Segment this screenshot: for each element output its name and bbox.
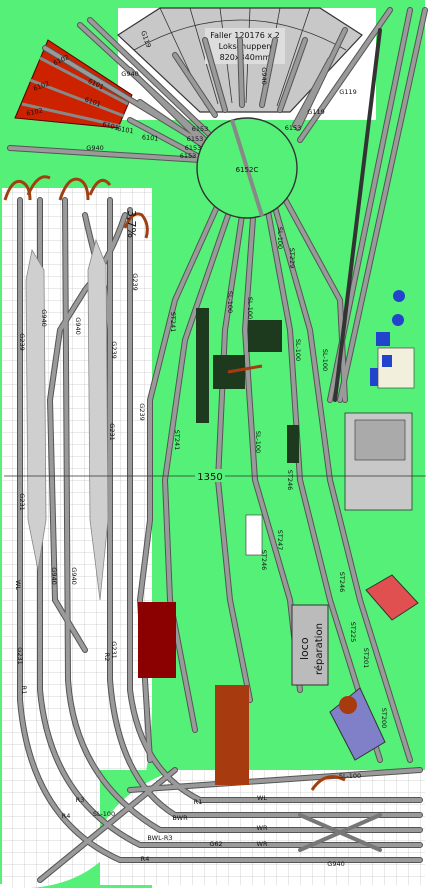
white-small-building: [245, 514, 263, 556]
track-label-g940g: G940: [260, 67, 268, 84]
red-engine-shed: [14, 39, 133, 129]
track-label-st241a: ST241: [169, 312, 177, 333]
loco-label-line2: réparation: [313, 623, 325, 675]
roundhouse-title-line3: 820x340mm: [220, 53, 271, 62]
right-edge-strip: [425, 0, 434, 891]
track-label-st246b: ST246: [338, 572, 346, 593]
track-label-r4b: R4: [141, 855, 150, 863]
grade-label: 3,7%: [125, 210, 138, 238]
track-label-t6102c: 6102: [26, 106, 44, 117]
track-label-sl100a: SL-100: [276, 227, 284, 249]
track-label-sl100h: SL-100: [93, 810, 115, 818]
track-label-st225: ST225: [349, 622, 357, 643]
track-label-sl100c: SL-100: [226, 291, 234, 313]
purple-building-roof-dot: [339, 696, 357, 714]
track-label-g940e: G940: [50, 567, 58, 584]
roundhouse-title-line1: Faller 120176 x 2: [210, 31, 279, 40]
track-label-wl2: WL: [257, 794, 267, 802]
track-label-st241b: ST241: [173, 430, 181, 451]
bottom-grid-green-cutout: [100, 770, 175, 830]
track-label-g62: G62: [209, 840, 222, 848]
track-label-t6153c: 6153: [185, 144, 202, 152]
track-label-t6153b: 6153: [187, 135, 204, 143]
track-label-bwr: BWR: [172, 814, 188, 822]
track-label-st246a: ST246: [286, 470, 294, 491]
yard-siding-left: [25, 248, 47, 571]
blue-group-box: [377, 347, 415, 389]
track-label-g940d: G940: [74, 317, 82, 334]
buffer-stops: [3, 175, 346, 791]
track-label-t6101e: 6101: [142, 133, 159, 142]
track-label-g231d: G231: [110, 641, 118, 658]
roundhouse-title-line2: Lokschuppen: [219, 42, 272, 51]
track-label-g239c: G239: [18, 333, 26, 350]
track-label-st246c: ST246: [260, 550, 268, 571]
track-label-g231a: G231: [18, 493, 26, 510]
track-label-t6153e: 6153: [285, 124, 302, 132]
track-label-g119c: G119: [339, 88, 356, 96]
track-label-sl100e: SL-100: [321, 349, 329, 371]
red-small-building: [365, 574, 419, 621]
crane-arm: [227, 364, 263, 374]
track-label-g239d: G239: [138, 403, 146, 420]
bottom-edge-strip: [0, 884, 434, 891]
track-label-g231b: G231: [108, 423, 116, 440]
track-label-r1: R1: [194, 798, 203, 806]
track-label-g239a: G239: [131, 273, 139, 290]
track-label-t6101d: 6101: [117, 125, 135, 136]
track-label-t6153a: 6153: [192, 125, 209, 133]
track-network: [7, 7, 428, 883]
track-label-wr2: WR: [257, 840, 268, 848]
track-label-st200: ST200: [380, 708, 388, 729]
track-label-sl100f: SL-100: [254, 431, 262, 453]
dark-platform-1: [196, 308, 209, 423]
blue-item-4: [392, 314, 404, 326]
blue-item-2: [370, 368, 378, 386]
loco-label-line1: loco: [298, 637, 311, 660]
yard-siding-right: [87, 238, 109, 601]
track-label-t6153d: 6153: [180, 152, 197, 160]
track-label-g231c: G231: [16, 647, 24, 664]
blue-item-3: [393, 290, 405, 302]
track-label-wl1: WL: [14, 580, 22, 590]
turntable-label: 6152C: [236, 166, 259, 174]
dark-red-building: [138, 602, 176, 678]
track-label-r4: R4: [62, 812, 71, 820]
track-label-wr1: WR: [257, 824, 268, 832]
track-label-r1b: R1: [20, 686, 28, 695]
grey-building-inner: [354, 419, 406, 461]
track-label-bwlr3: BWL-R3: [147, 834, 172, 842]
track-label-g940a: G940: [121, 70, 138, 78]
track-label-st201: ST201: [362, 648, 370, 669]
track-label-g239b: G239: [110, 341, 118, 358]
track-label-g940c: G940: [40, 309, 48, 326]
track-label-g940f: G940: [70, 567, 78, 584]
track-label-g119b: G119: [307, 108, 324, 116]
blue-item-1: [376, 332, 390, 346]
track-label-st247: ST247: [276, 530, 284, 551]
track-label-st229: ST229: [288, 248, 296, 269]
track-label-r3: R3: [76, 796, 85, 804]
dark-building-2: [248, 320, 282, 352]
track-label-sl100g: SL-100: [339, 772, 361, 780]
turntable-bridge: [230, 119, 264, 217]
track-label-sl100b: SL-100: [246, 297, 254, 319]
brown-building: [215, 685, 249, 785]
track-label-g940h: G940: [327, 860, 344, 868]
dimension-label: 1350: [197, 472, 222, 483]
dimension-label-bg: [195, 469, 225, 482]
track-label-r2: R2: [103, 653, 111, 662]
track-label-sl100d: SL-100: [294, 339, 302, 361]
track-label-g940b: G940: [86, 144, 103, 152]
dark-small-1: [287, 425, 299, 463]
loco-repair-shed: [291, 604, 329, 686]
blue-item-5: [382, 355, 392, 367]
